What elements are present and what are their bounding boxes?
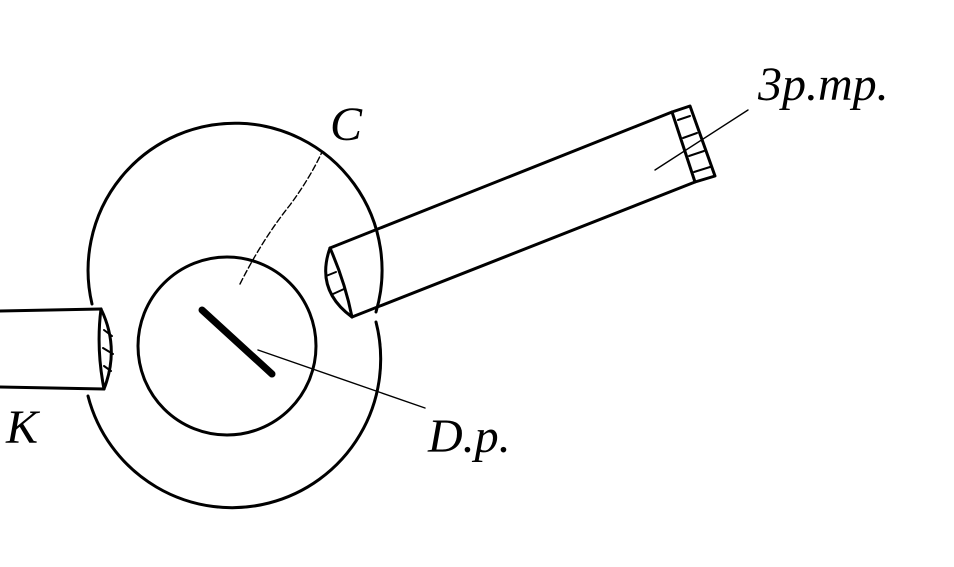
left-pipe-hatch-3 xyxy=(103,365,112,372)
outer-circle-lower-arc xyxy=(86,320,383,510)
left-pipe xyxy=(0,307,114,391)
right-pipe-inner-end xyxy=(324,246,354,319)
left-pipe-end-inner xyxy=(97,307,106,391)
right-pipe-inner-hatch-1 xyxy=(325,271,337,277)
label-pipe-right: 3p.mp. xyxy=(757,58,889,111)
d-p-bar xyxy=(198,306,276,378)
right-pipe-inner-hatch-2 xyxy=(332,288,345,295)
left-pipe-bottom-edge xyxy=(0,385,106,391)
label-k: K xyxy=(5,401,41,454)
flange-hatch-3 xyxy=(688,150,705,157)
flange-hatch-4 xyxy=(693,166,711,173)
leader-line-c xyxy=(239,151,323,285)
right-pipe-outer-flange xyxy=(670,104,717,184)
right-pipe xyxy=(324,104,717,319)
left-pipe-top-edge xyxy=(0,307,103,313)
leader-lines xyxy=(239,109,749,409)
leader-line-pipe-right xyxy=(654,109,749,171)
left-pipe-end-cap xyxy=(99,307,113,391)
outer-vessel xyxy=(86,121,384,510)
label-c: C xyxy=(330,98,363,151)
right-pipe-inner-end-face xyxy=(328,246,354,319)
leader-line-d-p xyxy=(257,349,426,409)
right-pipe-bottom-edge xyxy=(350,180,697,319)
flange-hatch-2 xyxy=(682,132,698,139)
right-pipe-top-edge xyxy=(328,110,674,250)
label-d-p: D.p. xyxy=(427,410,511,463)
left-pipe-hatch-1 xyxy=(103,329,113,337)
inner-chamber-circle xyxy=(136,255,318,437)
outer-circle-upper-arc xyxy=(86,121,384,314)
left-pipe-hatch-2 xyxy=(102,347,114,355)
d-p-element xyxy=(198,306,276,378)
flange-hatch-1 xyxy=(677,115,691,121)
